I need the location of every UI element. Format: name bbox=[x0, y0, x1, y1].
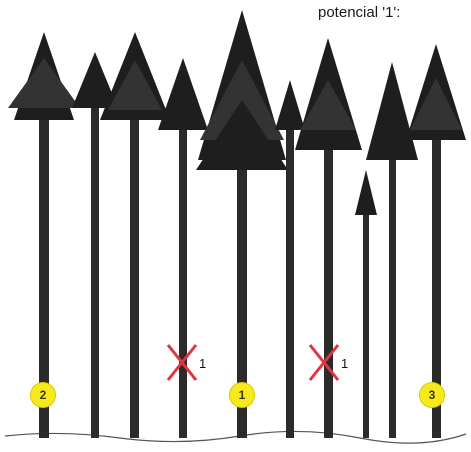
removal-mark-label: 1 bbox=[341, 356, 348, 371]
removal-mark-label: 1 bbox=[199, 356, 206, 371]
tree bbox=[158, 58, 208, 438]
tree bbox=[366, 62, 418, 438]
tree-badge: 2 bbox=[31, 383, 55, 407]
tree bbox=[355, 170, 377, 438]
tree bbox=[406, 44, 466, 438]
tree bbox=[196, 10, 288, 438]
tree bbox=[295, 38, 362, 438]
caption-text: potencial '1': bbox=[318, 4, 468, 21]
tree-badge: 1 bbox=[230, 383, 254, 407]
ground bbox=[5, 431, 466, 443]
tree-badge: 3 bbox=[420, 383, 444, 407]
tree bbox=[8, 32, 80, 438]
